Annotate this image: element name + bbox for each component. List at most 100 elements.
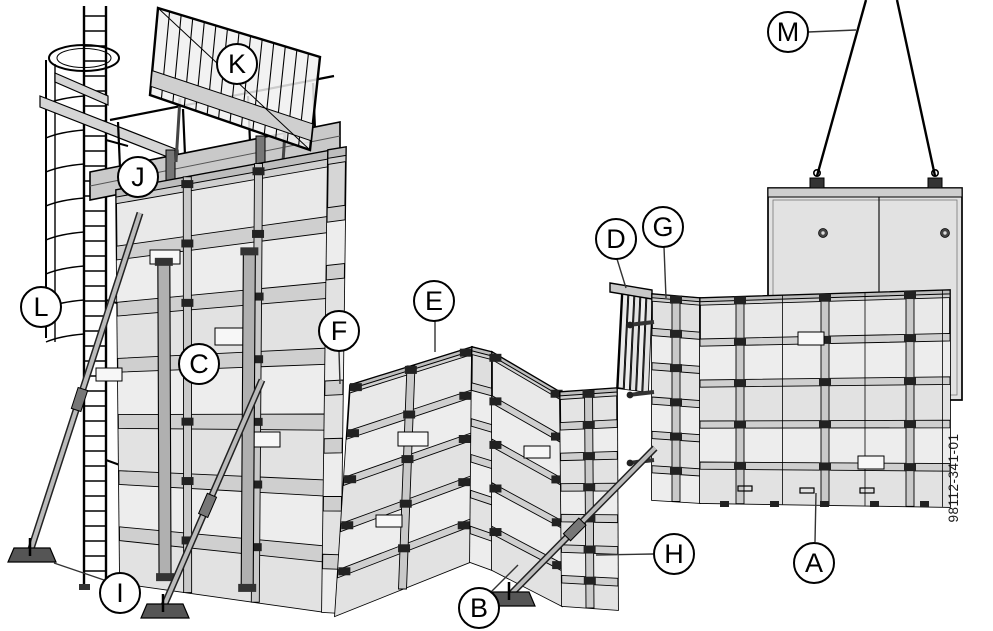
clamp (489, 353, 502, 362)
turnbuckle (197, 492, 218, 519)
clamp (670, 295, 682, 304)
callout-A: A (793, 492, 835, 584)
clamp (403, 410, 416, 419)
clamp (181, 298, 194, 307)
clamp (458, 478, 471, 487)
clamp (250, 417, 263, 426)
clamp (252, 167, 265, 176)
callout-L-circle (20, 286, 62, 328)
plate (857, 455, 885, 470)
clamp (341, 521, 354, 530)
wall-left-c (95, 148, 333, 613)
clamp (489, 440, 502, 449)
foot (720, 501, 729, 507)
corner-post-b (469, 345, 493, 572)
callout-H-label: H (664, 539, 684, 569)
clamp (670, 432, 682, 441)
clamp (399, 499, 412, 508)
clamp (349, 383, 362, 392)
callout-M: M (767, 11, 857, 53)
clamp (670, 329, 682, 338)
callout-K: K (216, 43, 258, 85)
callout-M-circle (767, 11, 809, 53)
callout-G-circle (642, 206, 684, 248)
clamp (583, 483, 596, 492)
callout-A-label: A (805, 548, 823, 578)
clamp (249, 543, 262, 552)
push-pull-prop-1 (7, 211, 144, 563)
callout-J-label: J (131, 162, 145, 192)
clamp (904, 377, 916, 386)
clamp (459, 348, 472, 357)
clamp (734, 461, 746, 470)
callout-L-label: L (33, 292, 48, 322)
foot (870, 501, 879, 507)
clamp (670, 466, 682, 475)
clamp (583, 545, 596, 554)
callout-M-label: M (777, 17, 800, 47)
cage-ring (48, 44, 120, 72)
callout-L: L (20, 286, 62, 328)
callout-A-circle (793, 542, 835, 584)
lifting-hook (927, 177, 943, 189)
base-plate (7, 547, 57, 563)
clamp (552, 561, 565, 570)
clamp (734, 296, 746, 305)
callout-D-label: D (606, 224, 626, 254)
clamp (551, 518, 564, 527)
base-plate (140, 603, 190, 619)
clamp (904, 463, 916, 472)
clamp (457, 521, 470, 530)
clamp (582, 389, 595, 398)
callout-I: I (53, 562, 141, 614)
clamp (251, 292, 264, 301)
clamp (181, 477, 194, 486)
callout-I-leader (53, 562, 105, 581)
callout-F-circle (318, 310, 360, 352)
callout-B-leader (490, 564, 519, 593)
callout-B-label: B (470, 593, 488, 623)
callout-B: B (458, 564, 519, 629)
clamp (459, 391, 472, 400)
clamp (489, 397, 502, 406)
clamp (582, 452, 595, 461)
callout-H-circle (653, 533, 695, 575)
callout-M-leader (807, 29, 857, 33)
foot (920, 501, 929, 507)
clamp (181, 417, 194, 426)
railing-post (116, 121, 122, 169)
callout-D: D (595, 218, 637, 289)
clamp (551, 432, 564, 441)
turnbuckle (70, 386, 89, 413)
clamp (819, 378, 831, 387)
callout-G-label: G (652, 212, 673, 242)
clamp (401, 455, 414, 464)
callout-F-leader (338, 350, 341, 385)
handle (737, 485, 753, 492)
clamp (251, 355, 264, 364)
clamp (346, 429, 359, 438)
handle (859, 487, 875, 494)
ladder-standoff (105, 139, 129, 147)
callout-I-label: I (116, 578, 124, 608)
crane-sling (815, 0, 868, 177)
plate (797, 331, 825, 346)
clamp (489, 484, 502, 493)
clamp (404, 365, 417, 374)
callout-J-circle (117, 156, 159, 198)
callout-J: J (117, 156, 159, 198)
clamp (904, 291, 916, 300)
callout-C-circle (178, 343, 220, 385)
callout-E: E (413, 280, 455, 352)
plate (95, 367, 123, 382)
clamp (819, 420, 831, 429)
handle (799, 487, 815, 494)
clamp (181, 536, 194, 545)
callout-H-leader (595, 553, 654, 556)
push-pull-prop-3 (486, 445, 658, 607)
callout-E-circle (413, 280, 455, 322)
railing-post (181, 108, 187, 156)
clamp (344, 475, 357, 484)
callout-K-label: K (228, 49, 246, 79)
